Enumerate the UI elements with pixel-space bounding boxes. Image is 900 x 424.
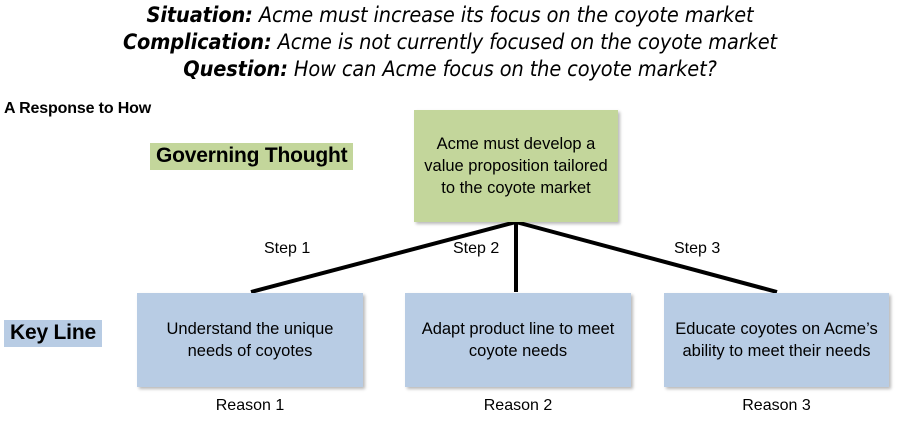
scq-header: Situation: Acme must increase its focus … (0, 2, 900, 83)
governing-thought-box-text: Acme must develop a value proposition ta… (424, 134, 608, 198)
key-line-label: Key Line (4, 320, 102, 347)
governing-thought-box[interactable]: Acme must develop a value proposition ta… (414, 110, 618, 222)
key-line-box-1-text: Understand the unique needs of coyotes (166, 319, 334, 360)
response-to-how-label: A Response to How (4, 100, 152, 117)
scq-text-complication: Acme is not currently focused on the coy… (277, 30, 778, 56)
scq-line-complication: Complication: Acme is not currently focu… (0, 29, 900, 56)
key-line-box-1[interactable]: Understand the unique needs of coyotes (137, 293, 363, 387)
scq-label-situation: Situation: (146, 3, 253, 28)
key-line-box-2[interactable]: Adapt product line to meet coyote needs (405, 293, 631, 387)
scq-label-complication: Complication: (122, 30, 272, 56)
scq-label-question: Question: (183, 57, 288, 83)
governing-thought-label: Governing Thought (150, 143, 354, 170)
scq-text-situation: Acme must increase its focus on the coyo… (258, 3, 754, 28)
scq-line-question: Question: How can Acme focus on the coyo… (0, 56, 900, 83)
reason-label-3: Reason 3 (742, 397, 811, 414)
scq-text-question: How can Acme focus on the coyote market? (293, 57, 717, 83)
scq-line-situation: Situation: Acme must increase its focus … (0, 2, 900, 29)
step-label-1: Step 1 (264, 240, 311, 257)
key-line-box-3-text: Educate coyotes on Acme’s ability to mee… (675, 319, 878, 360)
step-label-3: Step 3 (674, 240, 721, 257)
reason-label-2: Reason 2 (483, 397, 553, 414)
key-line-box-3[interactable]: Educate coyotes on Acme’s ability to mee… (664, 293, 889, 387)
key-line-box-2-text: Adapt product line to meet coyote needs (421, 319, 615, 360)
connector-line-step-3 (515, 220, 778, 294)
reason-label-1: Reason 1 (215, 397, 285, 414)
step-label-2: Step 2 (453, 240, 500, 257)
